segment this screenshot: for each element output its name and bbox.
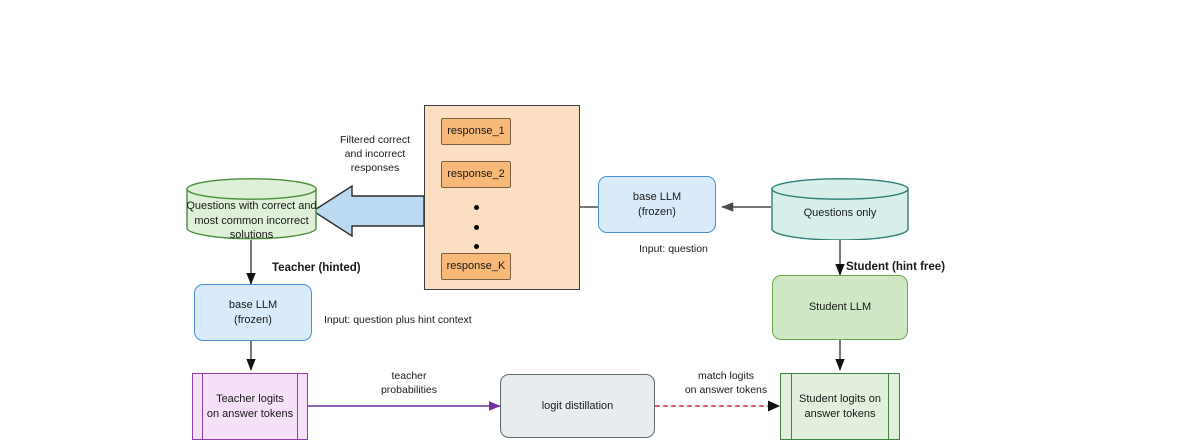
base-llm-teacher-text: base LLM (frozen) <box>229 298 277 327</box>
student-logits-text: Student logits on answer tokens <box>781 374 899 439</box>
logit-distillation-box[interactable]: logit distillation <box>500 374 655 438</box>
input-question-hint-label: Input: question plus hint context <box>324 314 472 326</box>
teacher-logits-line1: Teacher logits <box>216 392 284 405</box>
base-llm-generator[interactable]: base LLM (frozen) <box>598 176 716 233</box>
teacher-hinted-label: Teacher (hinted) <box>272 262 361 274</box>
filtered-responses-label: Filtered correct and incorrect responses <box>339 134 411 175</box>
student-logits-line2: answer tokens <box>804 407 876 420</box>
response-item-k-label: response_K <box>446 260 506 273</box>
teacher-logits-right-rule <box>296 374 298 439</box>
student-logits-left-rule <box>791 374 793 439</box>
student-logits-right-rule <box>887 374 889 439</box>
response-item-2-label: response_2 <box>447 168 505 181</box>
questions-only-cylinder: Questions only <box>771 178 909 241</box>
base-llm-generator-line1: base LLM <box>632 190 682 203</box>
teacher-logits-left-rule <box>202 374 204 439</box>
base-llm-teacher-line1: base LLM <box>228 298 278 311</box>
teacher-logits-text: Teacher logits on answer tokens <box>193 374 307 439</box>
response-item-1[interactable]: response_1 <box>441 118 511 145</box>
response-item-k[interactable]: response_K <box>441 253 511 280</box>
edge-distillation-to-studentlogits <box>655 400 780 412</box>
ellipsis-dot <box>473 244 479 249</box>
base-llm-teacher-line2: (frozen) <box>234 313 272 326</box>
student-logits-box[interactable]: Student logits on answer tokens <box>780 373 900 440</box>
student-llm[interactable]: Student LLM <box>772 275 908 340</box>
match-logits-label: match logits on answer tokens <box>684 370 768 397</box>
teacher-logits-box[interactable]: Teacher logits on answer tokens <box>192 373 308 440</box>
base-llm-generator-text: base LLM (frozen) <box>633 190 681 219</box>
teacher-probabilities-label: teacher probabilities <box>380 370 438 397</box>
responses-ellipsis <box>465 205 487 249</box>
questions-corpus-cylinder: Questions with correct and most common i… <box>186 178 317 242</box>
student-hint-free-label: Student (hint free) <box>846 261 946 273</box>
cylinder-shape-green <box>186 178 317 240</box>
student-logits-line1: Student logits on <box>799 392 881 405</box>
teacher-logits-line2: on answer tokens <box>206 407 294 420</box>
ellipsis-dot <box>473 224 479 230</box>
response-item-1-label: response_1 <box>447 125 505 138</box>
response-item-2[interactable]: response_2 <box>441 161 511 188</box>
ellipsis-dot <box>473 205 479 210</box>
questions-corpus-label: Questions with correct and most common i… <box>186 200 317 242</box>
input-question-label: Input: question <box>639 243 708 255</box>
big-arrow-filtered-responses <box>311 184 425 238</box>
logit-distillation-label: logit distillation <box>541 399 614 412</box>
questions-only-label: Questions only <box>803 207 877 219</box>
base-llm-teacher[interactable]: base LLM (frozen) <box>194 284 312 341</box>
cylinder-shape-teal <box>771 178 909 241</box>
base-llm-generator-line2: (frozen) <box>638 205 676 218</box>
student-llm-label: Student LLM <box>808 301 872 314</box>
